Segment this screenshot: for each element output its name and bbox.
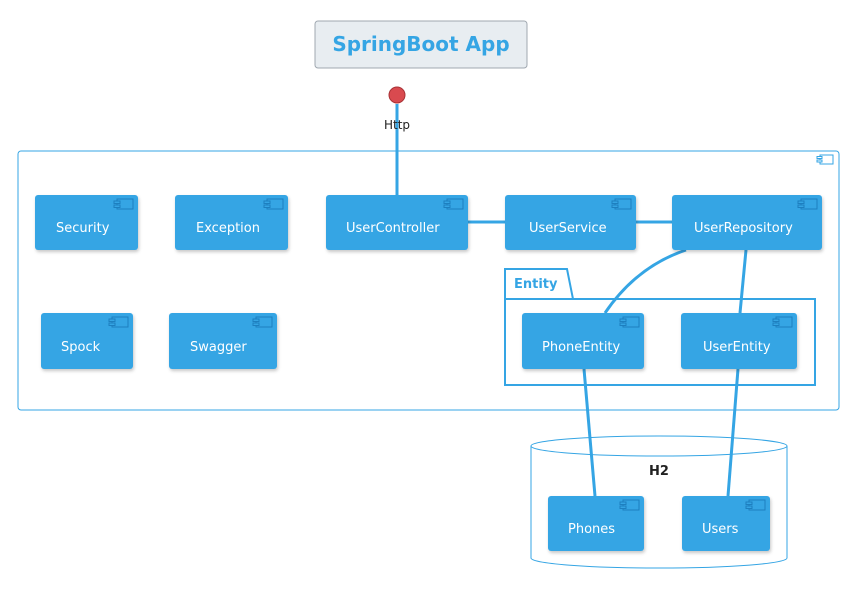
component-icon [252, 316, 273, 328]
component-security-label: Security [56, 221, 110, 236]
component-userservice-label: UserService [529, 221, 607, 236]
component-icon [797, 198, 818, 210]
component-icon [772, 316, 793, 328]
edges [395, 104, 748, 497]
component-icon [611, 198, 632, 210]
h2-database-label: H2 [649, 464, 669, 479]
http-interface-label: Http [384, 118, 410, 132]
component-icon [745, 499, 766, 511]
component-userentity-label: UserEntity [703, 340, 771, 355]
component-usercontroller-label: UserController [346, 221, 440, 236]
component-exception[interactable]: Exception [175, 195, 288, 250]
component-icon [619, 499, 640, 511]
edge-userrepository-phoneentity [603, 248, 687, 314]
http-interface: Http [384, 86, 410, 132]
component-spock[interactable]: Spock [41, 313, 133, 369]
component-security[interactable]: Security [35, 195, 138, 250]
component-userrepository-label: UserRepository [694, 221, 793, 236]
component-users-label: Users [702, 522, 739, 537]
component-phoneentity[interactable]: PhoneEntity [522, 313, 644, 369]
container-component-icon [816, 154, 834, 165]
component-swagger[interactable]: Swagger [169, 313, 277, 369]
title-box: SpringBoot App [314, 20, 528, 69]
component-users[interactable]: Users [682, 496, 770, 551]
component-spock-label: Spock [61, 340, 101, 355]
component-exception-label: Exception [196, 221, 260, 236]
edge-userentity-users [726, 368, 740, 497]
component-usercontroller[interactable]: UserController [326, 195, 468, 250]
entity-package-label: Entity [514, 277, 558, 292]
component-icon [108, 316, 129, 328]
edge-phoneentity-phones [582, 368, 597, 497]
component-swagger-label: Swagger [190, 340, 247, 355]
component-userentity[interactable]: UserEntity [681, 313, 797, 369]
diagram-title: SpringBoot App [332, 32, 509, 56]
component-phoneentity-label: PhoneEntity [542, 340, 621, 355]
component-icon [113, 198, 134, 210]
component-icon [443, 198, 464, 210]
component-icon [263, 198, 284, 210]
component-icon [619, 316, 640, 328]
edge-userrepository-userentity [738, 249, 748, 314]
component-userrepository[interactable]: UserRepository [672, 195, 822, 250]
component-phones[interactable]: Phones [548, 496, 644, 551]
component-phones-label: Phones [568, 522, 615, 537]
component-userservice[interactable]: UserService [505, 195, 636, 250]
http-interface-circle [388, 86, 406, 104]
